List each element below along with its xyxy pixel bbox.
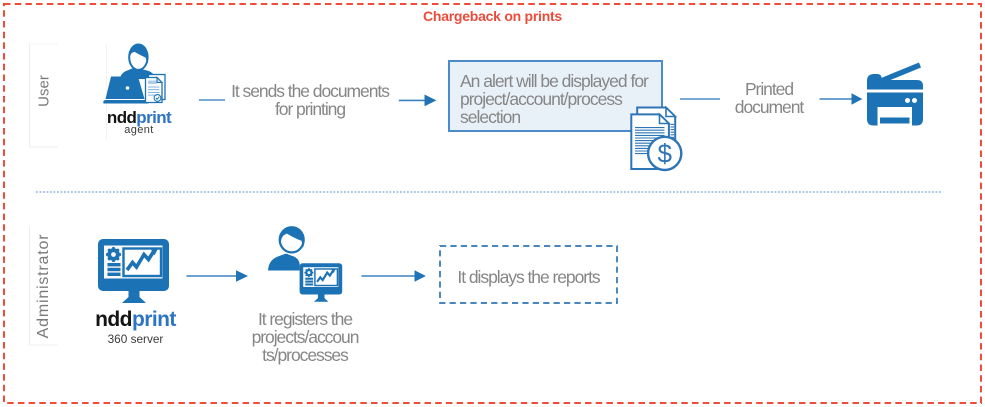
svg-text:$: $	[657, 139, 672, 169]
